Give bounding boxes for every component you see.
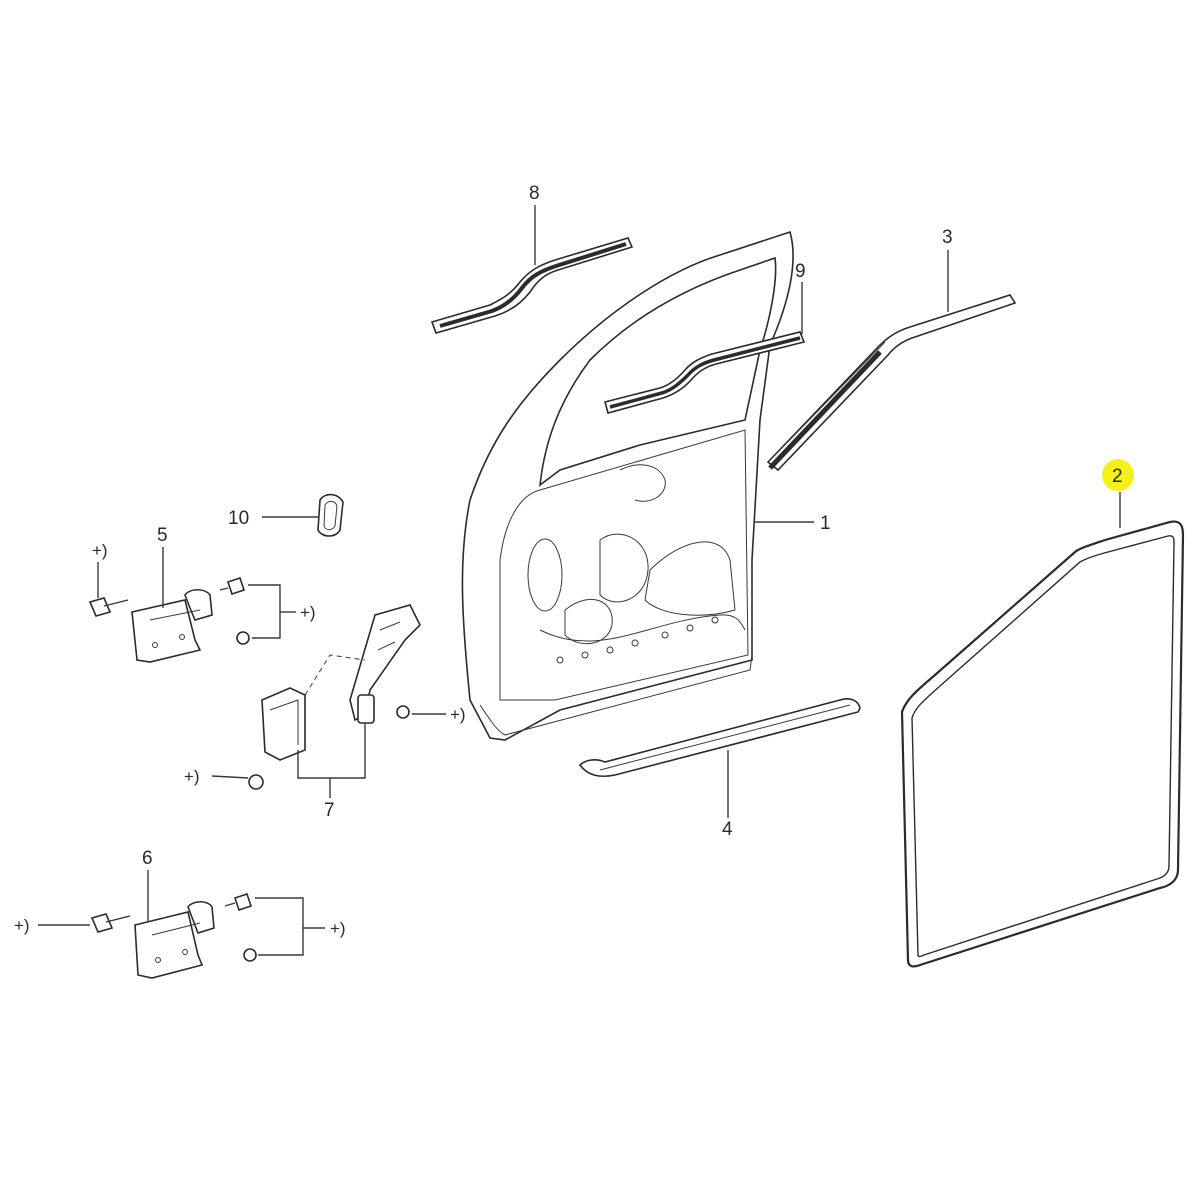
callout-7[interactable]: 7 [324,800,335,821]
callout-4[interactable]: 4 [722,819,733,840]
fastener-mark-5-group: +) [300,603,316,622]
upper-hinge[interactable] [131,588,213,663]
door-check[interactable] [261,604,421,761]
inner-belt-weatherstrip[interactable] [604,331,806,414]
fastener-mark-6-group: +) [330,919,346,938]
callout-3[interactable]: 3 [942,227,953,248]
fastener-mark-7-left: +) [184,767,200,786]
fastener-mark-7-right: +) [450,705,466,724]
callout-2[interactable]: 2 [1112,466,1123,487]
belt-molding-outer[interactable] [766,294,1017,472]
fasteners [88,576,410,962]
leader-lines [38,205,1121,956]
callout-5[interactable]: 5 [157,525,168,546]
callout-2-highlight [1102,459,1134,491]
callout-10[interactable]: 10 [228,508,249,529]
lower-hinge[interactable] [134,900,215,979]
callout-1[interactable]: 1 [820,513,831,534]
glass-run-upper[interactable] [430,237,634,334]
callout-8[interactable]: 8 [529,183,540,204]
callout-6[interactable]: 6 [142,848,153,869]
grommet-part-10[interactable] [317,493,344,537]
door-weatherstrip[interactable] [900,520,1185,968]
fastener-mark-5-bolt: +) [92,541,108,560]
lower-door-molding[interactable] [578,698,861,778]
callout-9[interactable]: 9 [795,261,806,282]
fastener-mark-6-bolt: +) [14,916,30,935]
